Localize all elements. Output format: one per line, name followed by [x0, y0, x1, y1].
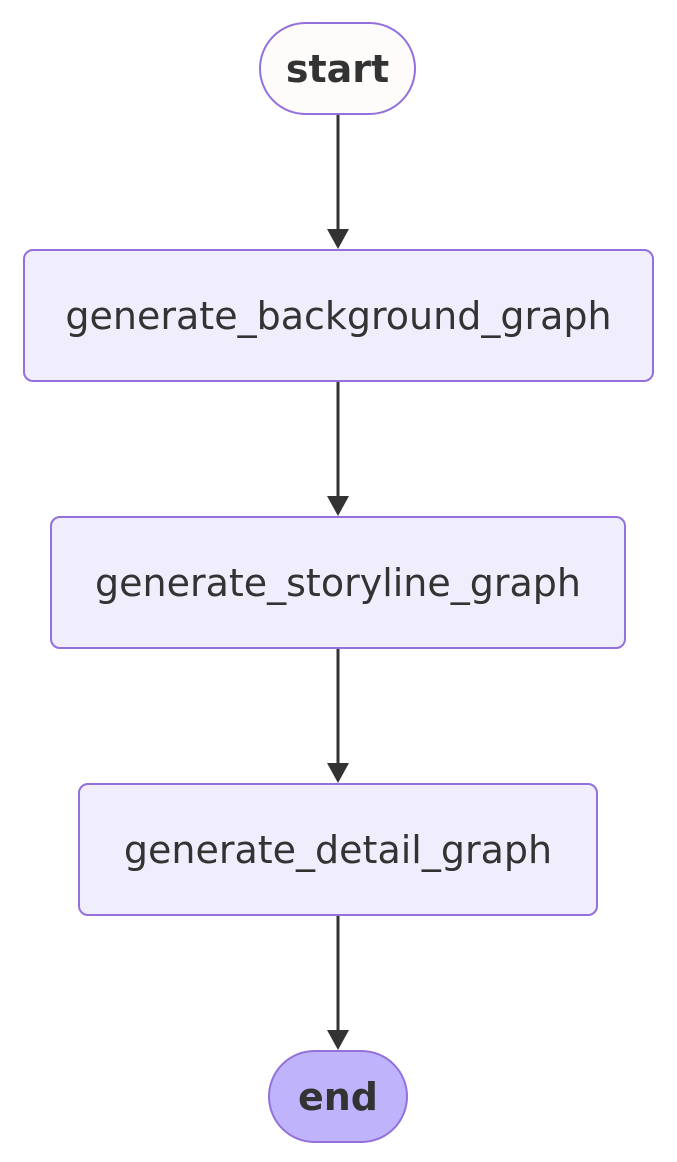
generate-background-graph-label: generate_background_graph: [65, 293, 612, 338]
generate-detail-graph-node: generate_detail_graph: [78, 783, 598, 916]
arrowhead-end: [327, 1030, 349, 1050]
generate-storyline-graph-node: generate_storyline_graph: [50, 516, 626, 649]
generate-background-graph-node: generate_background_graph: [23, 249, 654, 382]
start-node-label: start: [285, 46, 390, 91]
generate-detail-graph-label: generate_detail_graph: [123, 827, 553, 872]
arrowhead-detail: [327, 763, 349, 783]
arrowhead-storyline: [327, 496, 349, 516]
arrowhead-background: [327, 229, 349, 249]
generate-storyline-graph-label: generate_storyline_graph: [94, 560, 582, 605]
end-node-label: end: [297, 1074, 379, 1119]
end-node: end: [268, 1050, 408, 1143]
start-node: start: [259, 22, 416, 115]
